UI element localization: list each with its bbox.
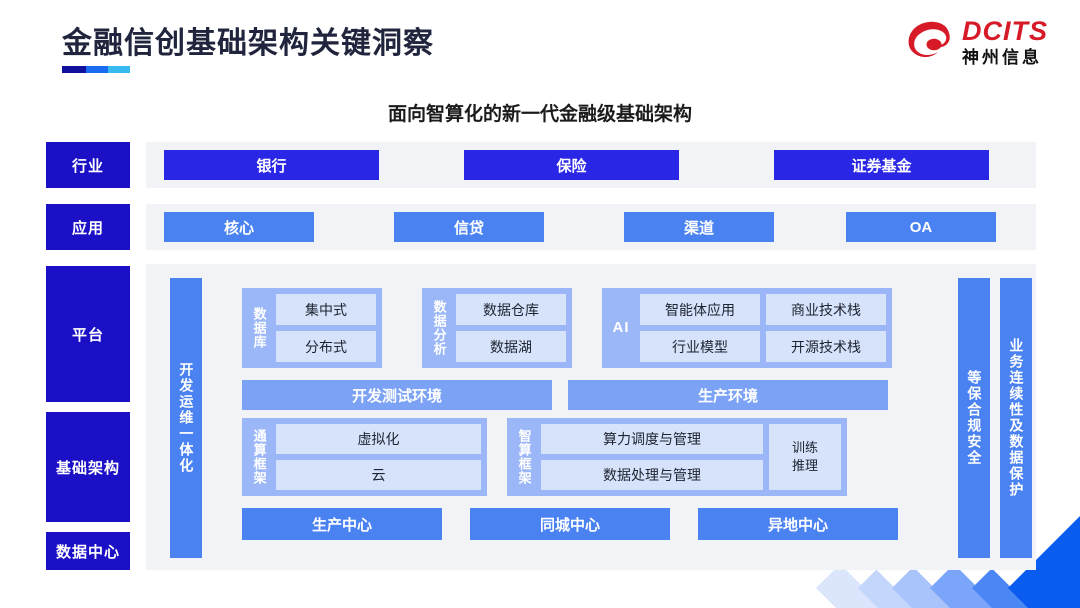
cell-agent-application[interactable]: 智能体应用	[640, 294, 760, 325]
inference-label: 推理	[791, 458, 818, 473]
industry-tile-securities[interactable]: 证券基金	[774, 150, 989, 180]
cell-data-lake[interactable]: 数据湖	[456, 331, 566, 362]
logo-text-cn: 神州信息	[962, 48, 1042, 67]
cell-data-warehouse[interactable]: 数据仓库	[456, 294, 566, 325]
rail-label-datacenter: 数据中心	[46, 532, 130, 570]
industry-tile-insurance[interactable]: 保险	[464, 150, 679, 180]
cell-virtualization[interactable]: 虚拟化	[276, 424, 481, 454]
page-subtitle: 面向智算化的新一代金融级基础架构	[387, 104, 692, 125]
group-database: 数据库 集中式 分布式	[242, 288, 382, 368]
industry-row-panel: 银行 保险 证券基金	[146, 142, 1036, 188]
datacenter-tile-production[interactable]: 生产中心	[242, 508, 442, 540]
datacenter-tile-remote[interactable]: 异地中心	[698, 508, 898, 540]
vertical-bar-devops: 开发运维一体化	[170, 278, 202, 558]
group-label-intelligent-compute: 智算框架	[516, 429, 532, 485]
application-row-panel: 核心 信贷 渠道 OA	[146, 204, 1036, 250]
architecture-diagram: 行业 应用 平台 基础架构 数据中心 银行 保险 证券基金 核心 信贷 渠道 O…	[46, 140, 1036, 570]
group-label-general-compute: 通算框架	[251, 429, 267, 485]
group-general-compute: 通算框架 虚拟化 云	[242, 418, 487, 496]
application-tile-oa[interactable]: OA	[846, 212, 996, 242]
cell-compute-scheduling[interactable]: 算力调度与管理	[541, 424, 763, 454]
application-tile-credit[interactable]: 信贷	[394, 212, 544, 242]
cell-data-processing[interactable]: 数据处理与管理	[541, 460, 763, 490]
slide-header: 金融信创基础架构关键洞察 DCITS 神州信息	[0, 0, 1080, 86]
group-intelligent-compute: 智算框架 算力调度与管理 数据处理与管理 训练 推理	[507, 418, 847, 496]
cell-centralized[interactable]: 集中式	[276, 294, 376, 325]
industry-tile-bank[interactable]: 银行	[164, 150, 379, 180]
application-tile-channel[interactable]: 渠道	[624, 212, 774, 242]
train-label: 训练	[791, 440, 818, 456]
rail-label-application: 应用	[46, 204, 130, 250]
group-ai: AI 智能体应用 行业模型 商业技术栈 开源技术栈	[602, 288, 892, 368]
page-title: 金融信创基础架构关键洞察	[62, 27, 434, 60]
group-data-analysis: 数据分析 数据仓库 数据湖	[422, 288, 572, 368]
env-bar-dev-test[interactable]: 开发测试环境	[242, 380, 552, 410]
group-label-ai: AI	[612, 319, 630, 337]
brand-logo: DCITS 神州信息	[906, 18, 1048, 66]
cell-opensource-stack[interactable]: 开源技术栈	[766, 331, 886, 362]
dcits-swirl-icon	[906, 19, 954, 65]
env-bar-production[interactable]: 生产环境	[568, 380, 888, 410]
application-tile-core[interactable]: 核心	[164, 212, 314, 242]
cell-industry-model[interactable]: 行业模型	[640, 331, 760, 362]
datacenter-tile-metro[interactable]: 同城中心	[470, 508, 670, 540]
cell-train-inference[interactable]: 训练 推理	[769, 424, 841, 490]
vertical-bar-security: 等保合规安全	[958, 278, 990, 558]
rail-label-platform: 平台	[46, 266, 130, 402]
group-label-data-analysis: 数据分析	[431, 300, 447, 356]
rail-label-infrastructure: 基础架构	[46, 412, 130, 522]
logo-text-en: DCITS	[962, 16, 1048, 46]
cell-commercial-stack[interactable]: 商业技术栈	[766, 294, 886, 325]
cell-cloud[interactable]: 云	[276, 460, 481, 490]
cell-distributed[interactable]: 分布式	[276, 331, 376, 362]
rail-label-industry: 行业	[46, 142, 130, 188]
title-accent-rule	[62, 66, 130, 73]
vertical-bar-bcp: 业务连续性及数据保护	[1000, 278, 1032, 558]
group-label-database: 数据库	[251, 307, 267, 349]
